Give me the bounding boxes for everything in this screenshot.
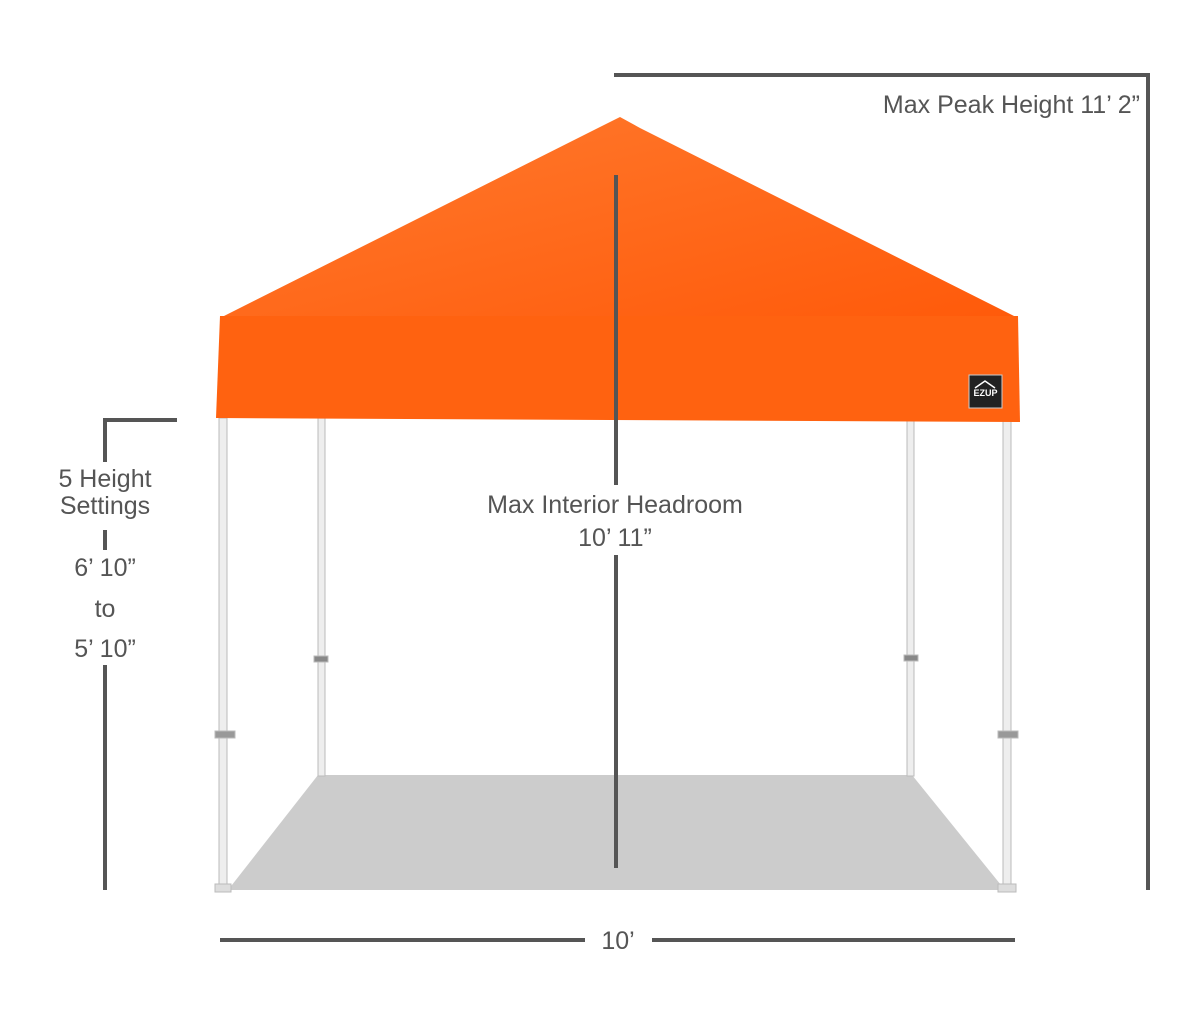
svg-text:EZUP: EZUP: [973, 388, 997, 398]
height-settings-line2: Settings: [59, 492, 151, 520]
height-settings-bracket: [103, 418, 177, 462]
height-settings-line1: 5 Height: [58, 465, 152, 493]
ezup-logo: EZUP: [968, 374, 1003, 409]
peak-height-line: [614, 73, 1150, 890]
height-max: 6’ 10”: [74, 554, 136, 582]
height-min: 5’ 10”: [74, 635, 136, 663]
width-label: 10’: [601, 927, 635, 955]
headroom-value: 10’ 11”: [578, 524, 652, 552]
height-to: to: [94, 595, 116, 623]
peak-height-label: Max Peak Height 11’ 2”: [882, 91, 1140, 119]
dimension-lines: [103, 73, 1150, 942]
canopy-roof: [220, 117, 1018, 318]
headroom-title: Max Interior Headroom: [487, 491, 743, 519]
